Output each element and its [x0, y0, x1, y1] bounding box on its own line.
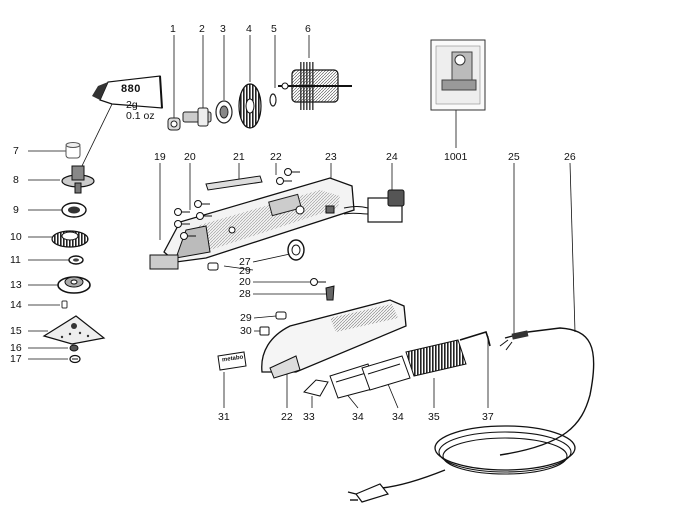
part-34-pads — [329, 355, 411, 399]
part-number: 22 — [270, 151, 282, 163]
part-35-brush-set — [405, 339, 467, 377]
part-14-pin — [61, 300, 68, 309]
part-number: 33 — [303, 411, 315, 423]
part-30-bushing — [259, 326, 270, 336]
part-number: 4 — [246, 23, 252, 35]
housing-half — [163, 177, 355, 263]
part-number: 1 — [170, 23, 176, 35]
housing-cover — [261, 299, 407, 379]
part-7-bushing — [65, 142, 81, 159]
part-number: 22 — [281, 411, 293, 423]
part-number: 2 — [199, 23, 205, 35]
part-1001-box — [430, 39, 486, 111]
part-number: 19 — [154, 151, 166, 163]
part-number: 27 — [239, 256, 251, 268]
part-number: 9 — [13, 204, 19, 216]
part-number: 6 — [305, 23, 311, 35]
part-number: 8 — [13, 174, 19, 186]
part-3-bearing — [215, 100, 233, 124]
tube-label: 880 — [121, 83, 141, 95]
part-2-spindle — [182, 107, 212, 127]
part-number: 29 — [239, 265, 251, 277]
part-number: 28 — [239, 288, 251, 300]
part-8-eccentric — [61, 165, 95, 194]
part-number: 7 — [13, 145, 19, 157]
part-10-gear — [51, 230, 89, 248]
screws — [174, 168, 300, 240]
tube-weight-grams: 2g — [126, 99, 138, 111]
part-11-washer — [68, 255, 84, 265]
part-number: 20 — [239, 276, 251, 288]
part-number: 3 — [220, 23, 226, 35]
part-number: 10 — [10, 231, 22, 243]
part-20-screw — [310, 278, 326, 286]
part-number: 15 — [10, 325, 22, 337]
part-number: 21 — [233, 151, 245, 163]
lubricant-tube — [92, 75, 163, 109]
part-37-key — [459, 331, 491, 347]
part-number: 13 — [10, 279, 22, 291]
tube-weight-ounces: 0.1 oz — [126, 110, 155, 122]
part-24-switch — [343, 189, 405, 223]
cord-plug — [347, 483, 390, 503]
part-23-clip — [325, 205, 335, 214]
part-29b-spring — [275, 311, 287, 320]
part-16-clip — [69, 344, 79, 352]
part-number: 17 — [10, 353, 22, 365]
part-number: 20 — [184, 151, 196, 163]
part-number: 31 — [218, 411, 230, 423]
part-9-bearing — [61, 202, 87, 218]
part-number: 34 — [392, 411, 404, 423]
part-33-clip — [303, 379, 329, 397]
part-number: 24 — [386, 151, 398, 163]
part-number: 11 — [10, 254, 21, 266]
part-number: 25 — [508, 151, 520, 163]
part-number: 29 — [240, 312, 252, 324]
part-28-lever — [325, 285, 335, 301]
part-29-spring — [207, 262, 219, 271]
power-cord — [381, 327, 595, 489]
part-number: 5 — [271, 23, 277, 35]
part-21-plate — [205, 175, 263, 191]
part-number: 26 — [564, 151, 576, 163]
part-1-nut — [167, 117, 181, 131]
part-number: 16 — [10, 342, 22, 354]
part-number: 14 — [10, 299, 22, 311]
part-4-fan — [238, 83, 262, 129]
part-15-sanding-plate — [42, 315, 106, 345]
part-number: 30 — [240, 325, 252, 337]
part-19-label — [149, 254, 179, 270]
part-17-screw — [69, 354, 81, 364]
part-6-armature — [278, 62, 352, 110]
part-31-badge — [217, 351, 247, 371]
part-number: 1001 — [444, 151, 468, 163]
part-number: 35 — [428, 411, 440, 423]
part-number: 23 — [325, 151, 337, 163]
part-5-ring — [269, 93, 277, 107]
part-number: 37 — [482, 411, 494, 423]
part-number: 34 — [352, 411, 364, 423]
part-13-fan-disc — [57, 276, 91, 294]
part-27-ring — [287, 239, 305, 261]
cord-end-connector — [499, 330, 529, 351]
